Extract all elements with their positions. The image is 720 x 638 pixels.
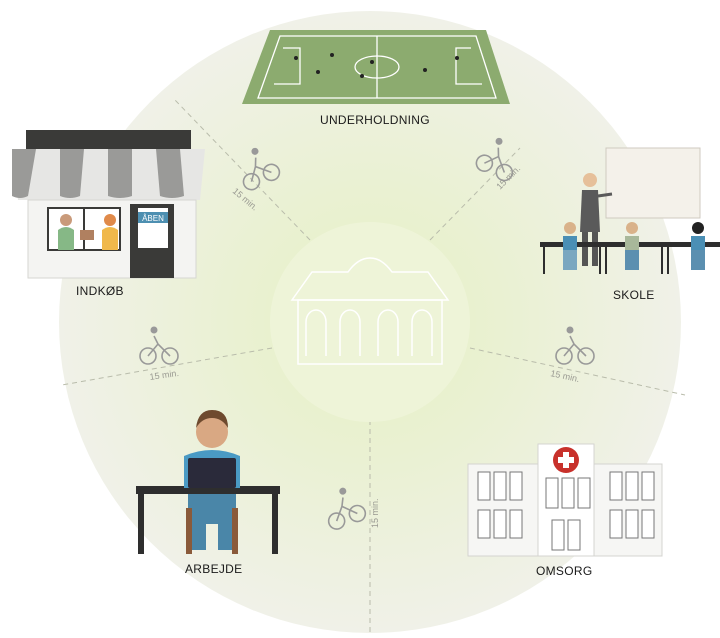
hospital-icon xyxy=(467,443,663,557)
classroom-icon xyxy=(540,147,720,274)
center-glow xyxy=(270,222,470,422)
label-school: SKOLE xyxy=(613,288,655,302)
travel-time-label: 15 min. xyxy=(370,498,380,528)
sector-line-e xyxy=(469,347,686,396)
cyclist-icon xyxy=(475,137,514,182)
shop-icon: ÅBEN xyxy=(12,130,205,279)
label-shopping: INDKØB xyxy=(76,284,124,298)
sector-lines xyxy=(61,99,686,633)
football-field-icon xyxy=(242,30,510,104)
travel-time-label: 15 min. xyxy=(149,368,180,382)
label-care: OMSORG xyxy=(536,564,593,578)
sector-line-nw xyxy=(174,99,311,241)
town-hall-icon xyxy=(290,257,450,365)
label-entertainment: UNDERHOLDNING xyxy=(320,113,430,127)
label-work: ARBEJDE xyxy=(185,562,243,576)
office-worker-icon xyxy=(136,410,280,554)
shop-sign-text: ÅBEN xyxy=(142,214,164,223)
cyclist-icon xyxy=(327,487,367,530)
sector-line-ne xyxy=(429,147,521,241)
cyclist-icon xyxy=(555,326,595,365)
cyclist-icon xyxy=(139,326,179,365)
cyclist-icon xyxy=(242,147,281,191)
